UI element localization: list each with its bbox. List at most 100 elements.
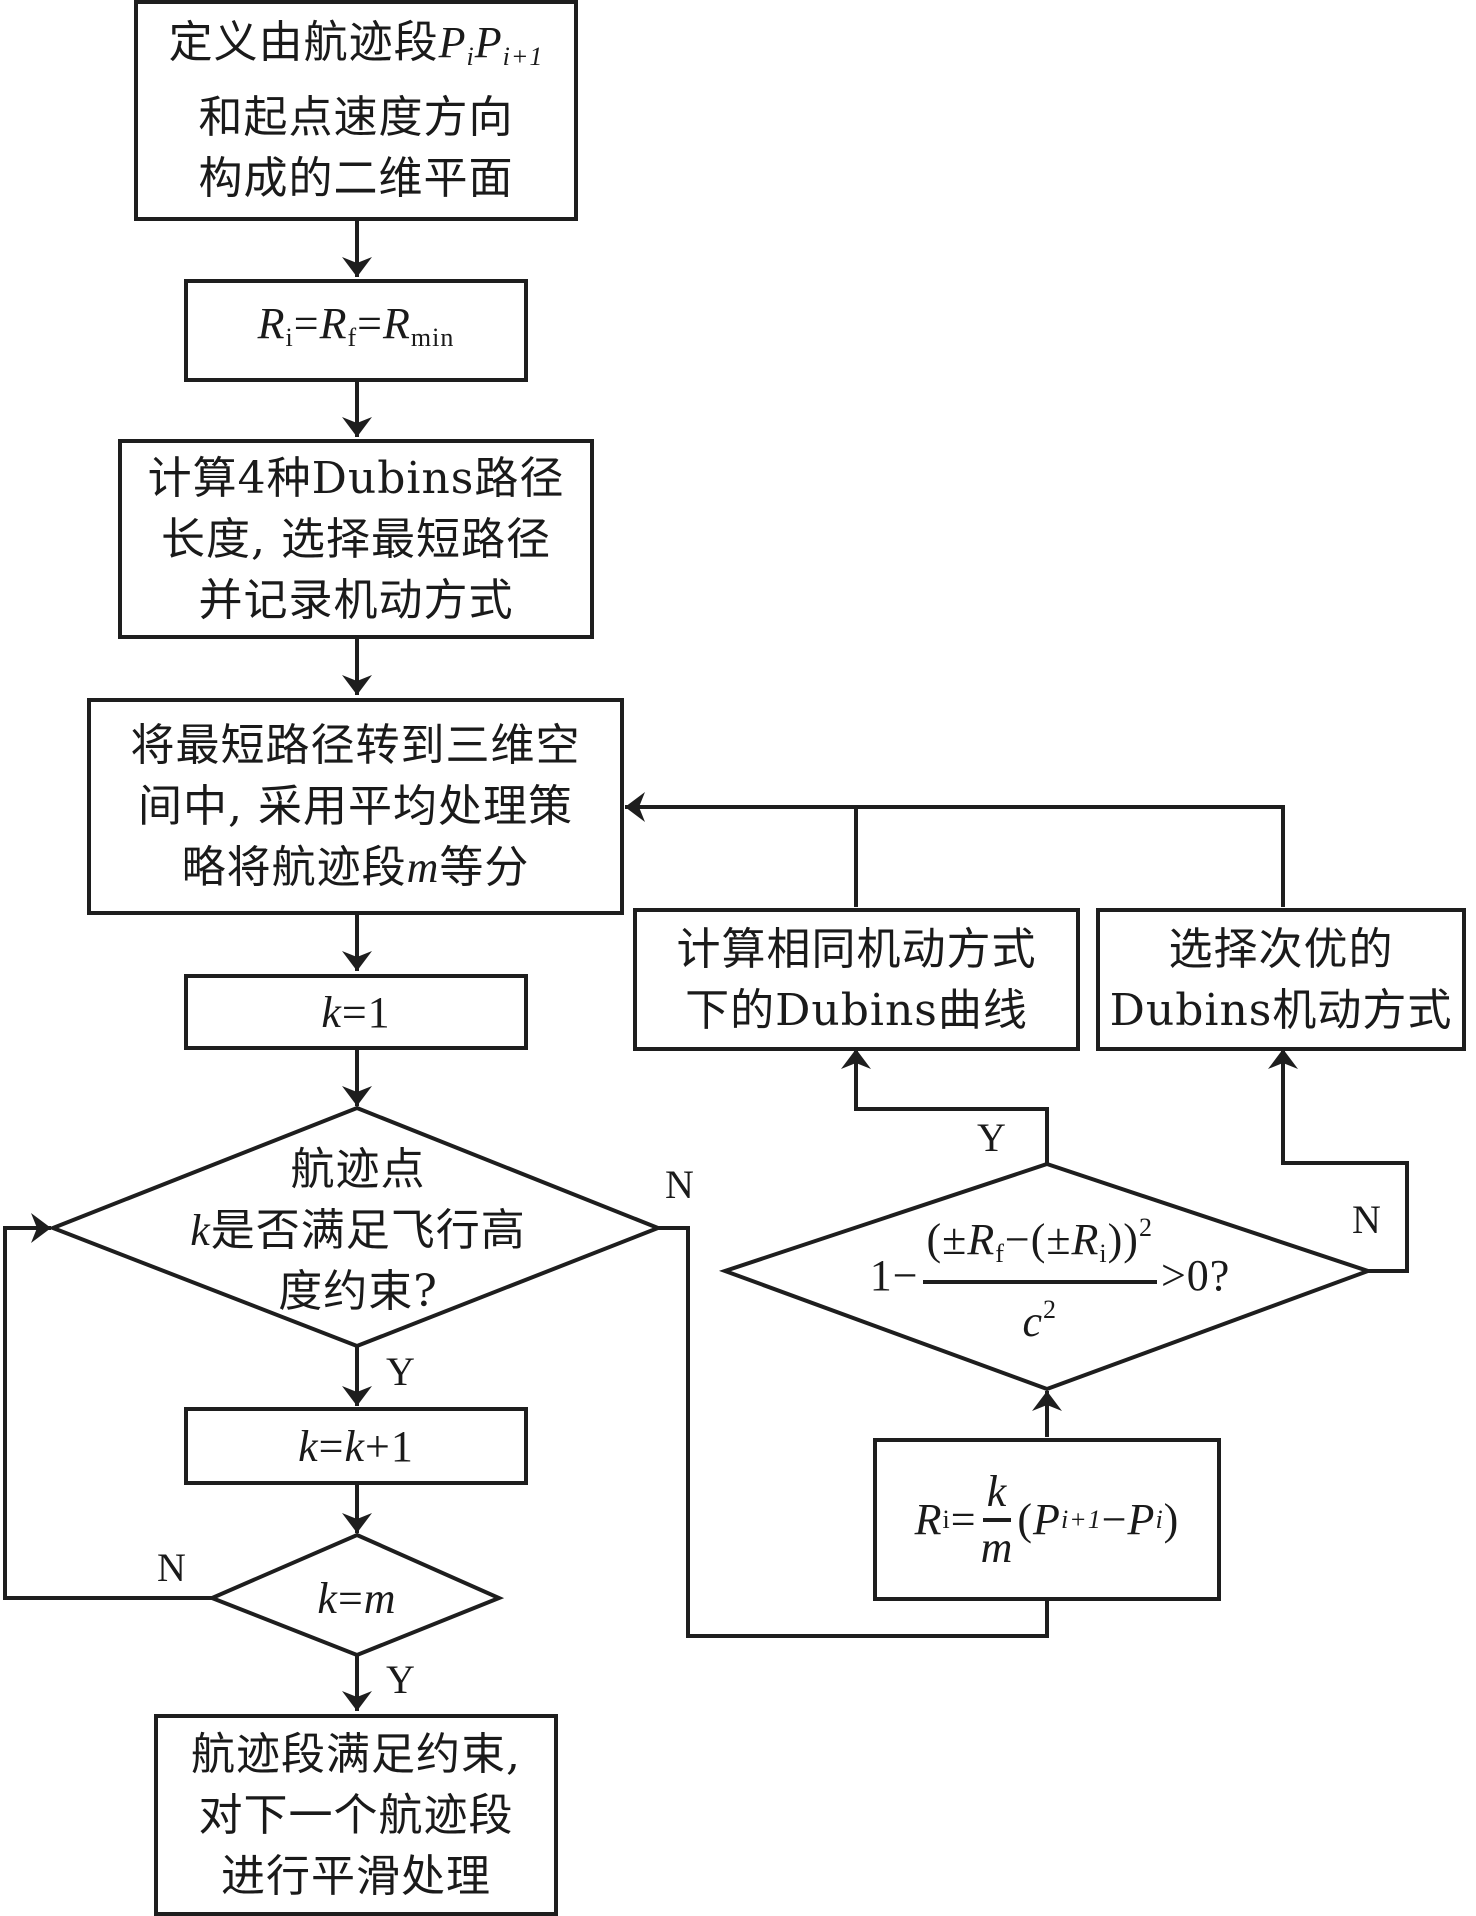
to-3d-suffix: 等分: [439, 842, 530, 893]
fraction-numerator-k: k: [982, 1466, 1012, 1522]
to-3d-line-3: 略将航迹段m等分: [182, 837, 530, 898]
k-init-value: =1: [341, 987, 391, 1037]
radius-condition-text: 1− (±Rf−(±Ri))2 c2 >0?: [800, 1210, 1300, 1346]
compute-dubins-box: 计算4种Dubins路径 长度, 选择最短路径 并记录机动方式: [118, 439, 594, 639]
label-altitude-yes: Y: [386, 1349, 415, 1394]
equals: =: [318, 1421, 345, 1471]
radius-condition-diamond: [718, 1161, 1375, 1392]
equals: =: [950, 1495, 977, 1544]
check-altitude-line-3: 度约束?: [278, 1265, 438, 1317]
sub-min: min: [410, 323, 455, 352]
var-c: c: [1022, 1297, 1043, 1346]
open-pm: (±: [926, 1215, 968, 1264]
arrow-km-no-loop: [3, 1213, 212, 1600]
segment-done-box: 航迹段满足约束, 对下一个航迹段 进行平滑处理: [154, 1714, 558, 1916]
to-3d-text-2: 间中, 采用平均处理策: [138, 781, 573, 832]
label-km-no: N: [157, 1545, 186, 1590]
r-symbol: R: [257, 299, 286, 348]
subscript-i: i: [466, 42, 475, 71]
k-init-formula: k=1: [321, 982, 390, 1043]
check-altitude-diamond: [47, 1105, 664, 1349]
sub-f: f: [347, 323, 358, 352]
arrow-condition-no: [1268, 1049, 1409, 1273]
sub-i: i: [285, 323, 294, 352]
var-k: k: [344, 1421, 366, 1471]
arrow-condition-yes: [841, 1049, 1049, 1164]
var-k: k: [190, 1205, 211, 1255]
var-k: k: [317, 1573, 338, 1623]
select-suboptimal-box: 选择次优的 Dubins机动方式: [1096, 908, 1466, 1051]
segment-done-text-1: 航迹段满足约束,: [191, 1728, 521, 1780]
label-condition-no: N: [1352, 1197, 1381, 1242]
segment-done-text-2: 对下一个航迹段: [198, 1789, 514, 1841]
label-km-yes: Y: [386, 1657, 415, 1702]
fraction-denominator: c2: [1022, 1284, 1057, 1348]
greater-than-zero: >0?: [1160, 1250, 1231, 1300]
r-symbol: R: [319, 299, 348, 348]
segment-symbol-start: P: [438, 18, 467, 67]
to-3d-text-3: 略将航迹段: [181, 842, 407, 893]
segment-done-text-3: 进行平滑处理: [221, 1850, 491, 1902]
subscript-i-plus-1: i+1: [502, 42, 544, 71]
to-3d-box: 将最短路径转到三维空 间中, 采用平均处理策 略将航迹段m等分: [87, 698, 624, 915]
var-k: k: [321, 987, 342, 1037]
sub-i-plus-1: i+1: [1060, 1505, 1102, 1534]
var-k: k: [298, 1421, 319, 1471]
k-equals-m-formula: k=m: [317, 1568, 396, 1629]
define-plane-text-3: 构成的二维平面: [198, 153, 514, 204]
init-radius-box: Ri=Rf=Rmin: [184, 279, 528, 382]
compute-same-mode-text-2: 下的Dubins曲线: [685, 984, 1028, 1036]
k-increment-formula: k=k+1: [298, 1416, 414, 1477]
minus: −: [1101, 1495, 1128, 1544]
one-minus: 1−: [869, 1250, 919, 1300]
compute-same-mode-box: 计算相同机动方式 下的Dubins曲线: [633, 908, 1080, 1051]
p-symbol: P: [1127, 1495, 1156, 1544]
check-altitude-line-1: 航迹点: [290, 1143, 426, 1195]
select-suboptimal-text-2: Dubins机动方式: [1109, 984, 1453, 1036]
minus-pm: −(±: [1004, 1215, 1072, 1264]
exponent: 2: [1043, 1295, 1057, 1324]
define-plane-text-2: 和起点速度方向: [198, 92, 514, 143]
fraction-numerator: (±Rf−(±Ri))2: [922, 1202, 1157, 1284]
r-symbol: R: [383, 299, 411, 348]
k-init-box: k=1: [184, 974, 528, 1050]
p-symbol: P: [1033, 1495, 1061, 1544]
sub-f: f: [995, 1239, 1005, 1268]
k-increment-box: k=k+1: [184, 1407, 528, 1485]
sub-i: i: [942, 1505, 951, 1534]
sub-i: i: [1099, 1239, 1108, 1268]
var-m: m: [406, 843, 440, 892]
compute-dubins-text-2: 长度, 选择最短路径: [161, 513, 551, 565]
equals: =: [293, 299, 320, 348]
select-suboptimal-text-1: 选择次优的: [1168, 923, 1394, 975]
compute-dubins-text-1: 计算4种Dubins路径: [147, 452, 565, 504]
to-3d-text-1: 将最短路径转到三维空: [130, 720, 581, 771]
define-plane-box: 定义由航迹段PiPi+1 和起点速度方向 构成的二维平面: [134, 0, 578, 221]
check-altitude-line-2-text: 是否满足飞行高: [210, 1204, 526, 1256]
sub-i: i: [1155, 1505, 1164, 1534]
r-symbol: R: [914, 1495, 943, 1544]
equals: =: [337, 1573, 364, 1623]
compute-dubins-text-3: 并记录机动方式: [198, 574, 514, 626]
init-radius-formula: Ri=Rf=Rmin: [258, 293, 455, 368]
define-plane-text-1: 定义由航迹段: [168, 17, 439, 68]
define-plane-line-1: 定义由航迹段PiPi+1: [169, 12, 544, 87]
compute-same-mode-text-1: 计算相同机动方式: [676, 923, 1037, 975]
r-symbol: R: [967, 1215, 996, 1264]
segment-symbol-end: P: [474, 18, 503, 67]
exponent: 2: [1138, 1213, 1153, 1242]
equals: =: [357, 299, 383, 348]
k-equals-m-text: k=m: [257, 1570, 457, 1626]
label-altitude-no: N: [665, 1162, 694, 1207]
check-altitude-text: 航迹点 k是否满足飞行高 度约束?: [140, 1140, 576, 1320]
radius-condition-fraction: (±Rf−(±Ri))2 c2: [922, 1202, 1157, 1348]
close-paren: )): [1107, 1215, 1139, 1264]
arrow-return-to-3d: [625, 792, 1285, 907]
k-increment-rest: +1: [365, 1421, 414, 1471]
r-symbol: R: [1071, 1215, 1100, 1264]
open-paren: (: [1017, 1495, 1034, 1544]
k-equals-m-diamond: [206, 1532, 505, 1658]
var-m: m: [363, 1573, 397, 1623]
